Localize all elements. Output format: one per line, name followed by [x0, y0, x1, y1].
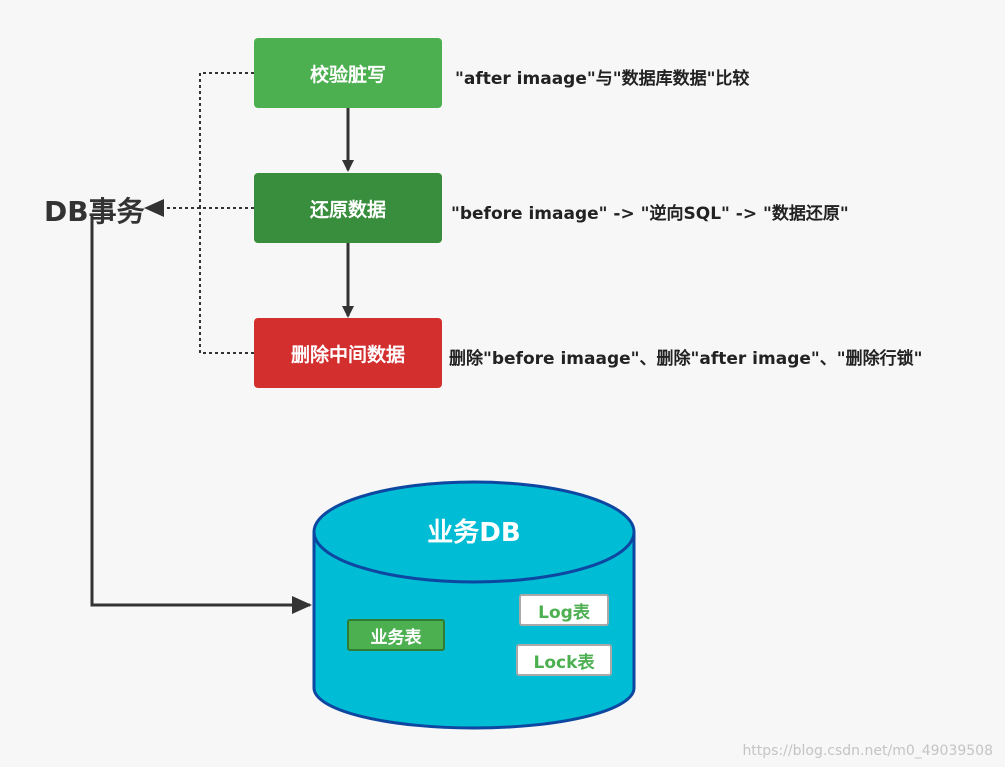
- dotted-connector-step1: [199, 72, 254, 208]
- log-table-tag: Log表: [519, 594, 609, 626]
- business-db-cylinder: [312, 480, 636, 730]
- step-check-dirty-write: 校验脏写: [254, 38, 442, 108]
- business-db-title: 业务DB: [427, 518, 521, 548]
- business-table-tag: 业务表: [347, 619, 445, 651]
- watermark-url: https://blog.csdn.net/m0_49039508: [742, 743, 993, 759]
- step-delete-intermediate-data: 删除中间数据: [254, 318, 442, 388]
- dotted-connector-step3: [199, 208, 254, 354]
- db-transaction-connector: [90, 215, 312, 614]
- step-note-delete-intermediate-data: 删除"before imaage"、删除"after image"、"删除行锁": [449, 349, 923, 369]
- step-note-restore-data: "before imaage" -> "逆向SQL" -> "数据还原": [451, 204, 849, 224]
- db-transaction-label: DB事务: [44, 195, 145, 228]
- step-note-check-dirty-write: "after imaage"与"数据库数据"比较: [455, 69, 750, 89]
- step-restore-data: 还原数据: [254, 173, 442, 243]
- lock-table-tag: Lock表: [516, 644, 612, 676]
